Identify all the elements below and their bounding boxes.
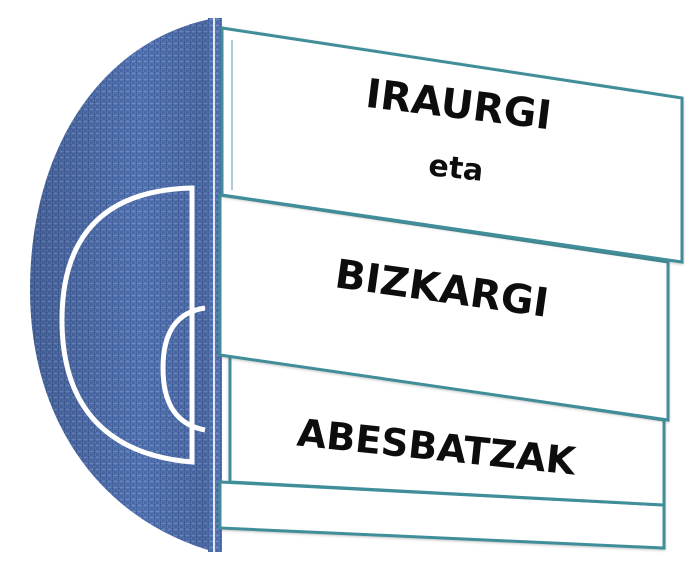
outer-arc [59,185,195,465]
band-abesbatzak: ABESBATZAK [218,353,666,550]
band-iraurgi: IRAURGI eta [220,26,684,264]
inner-arc [160,305,206,433]
half-disc [30,18,222,552]
concentric-arcs [59,185,206,465]
band-iraurgi-sub-label: eta [427,148,485,189]
